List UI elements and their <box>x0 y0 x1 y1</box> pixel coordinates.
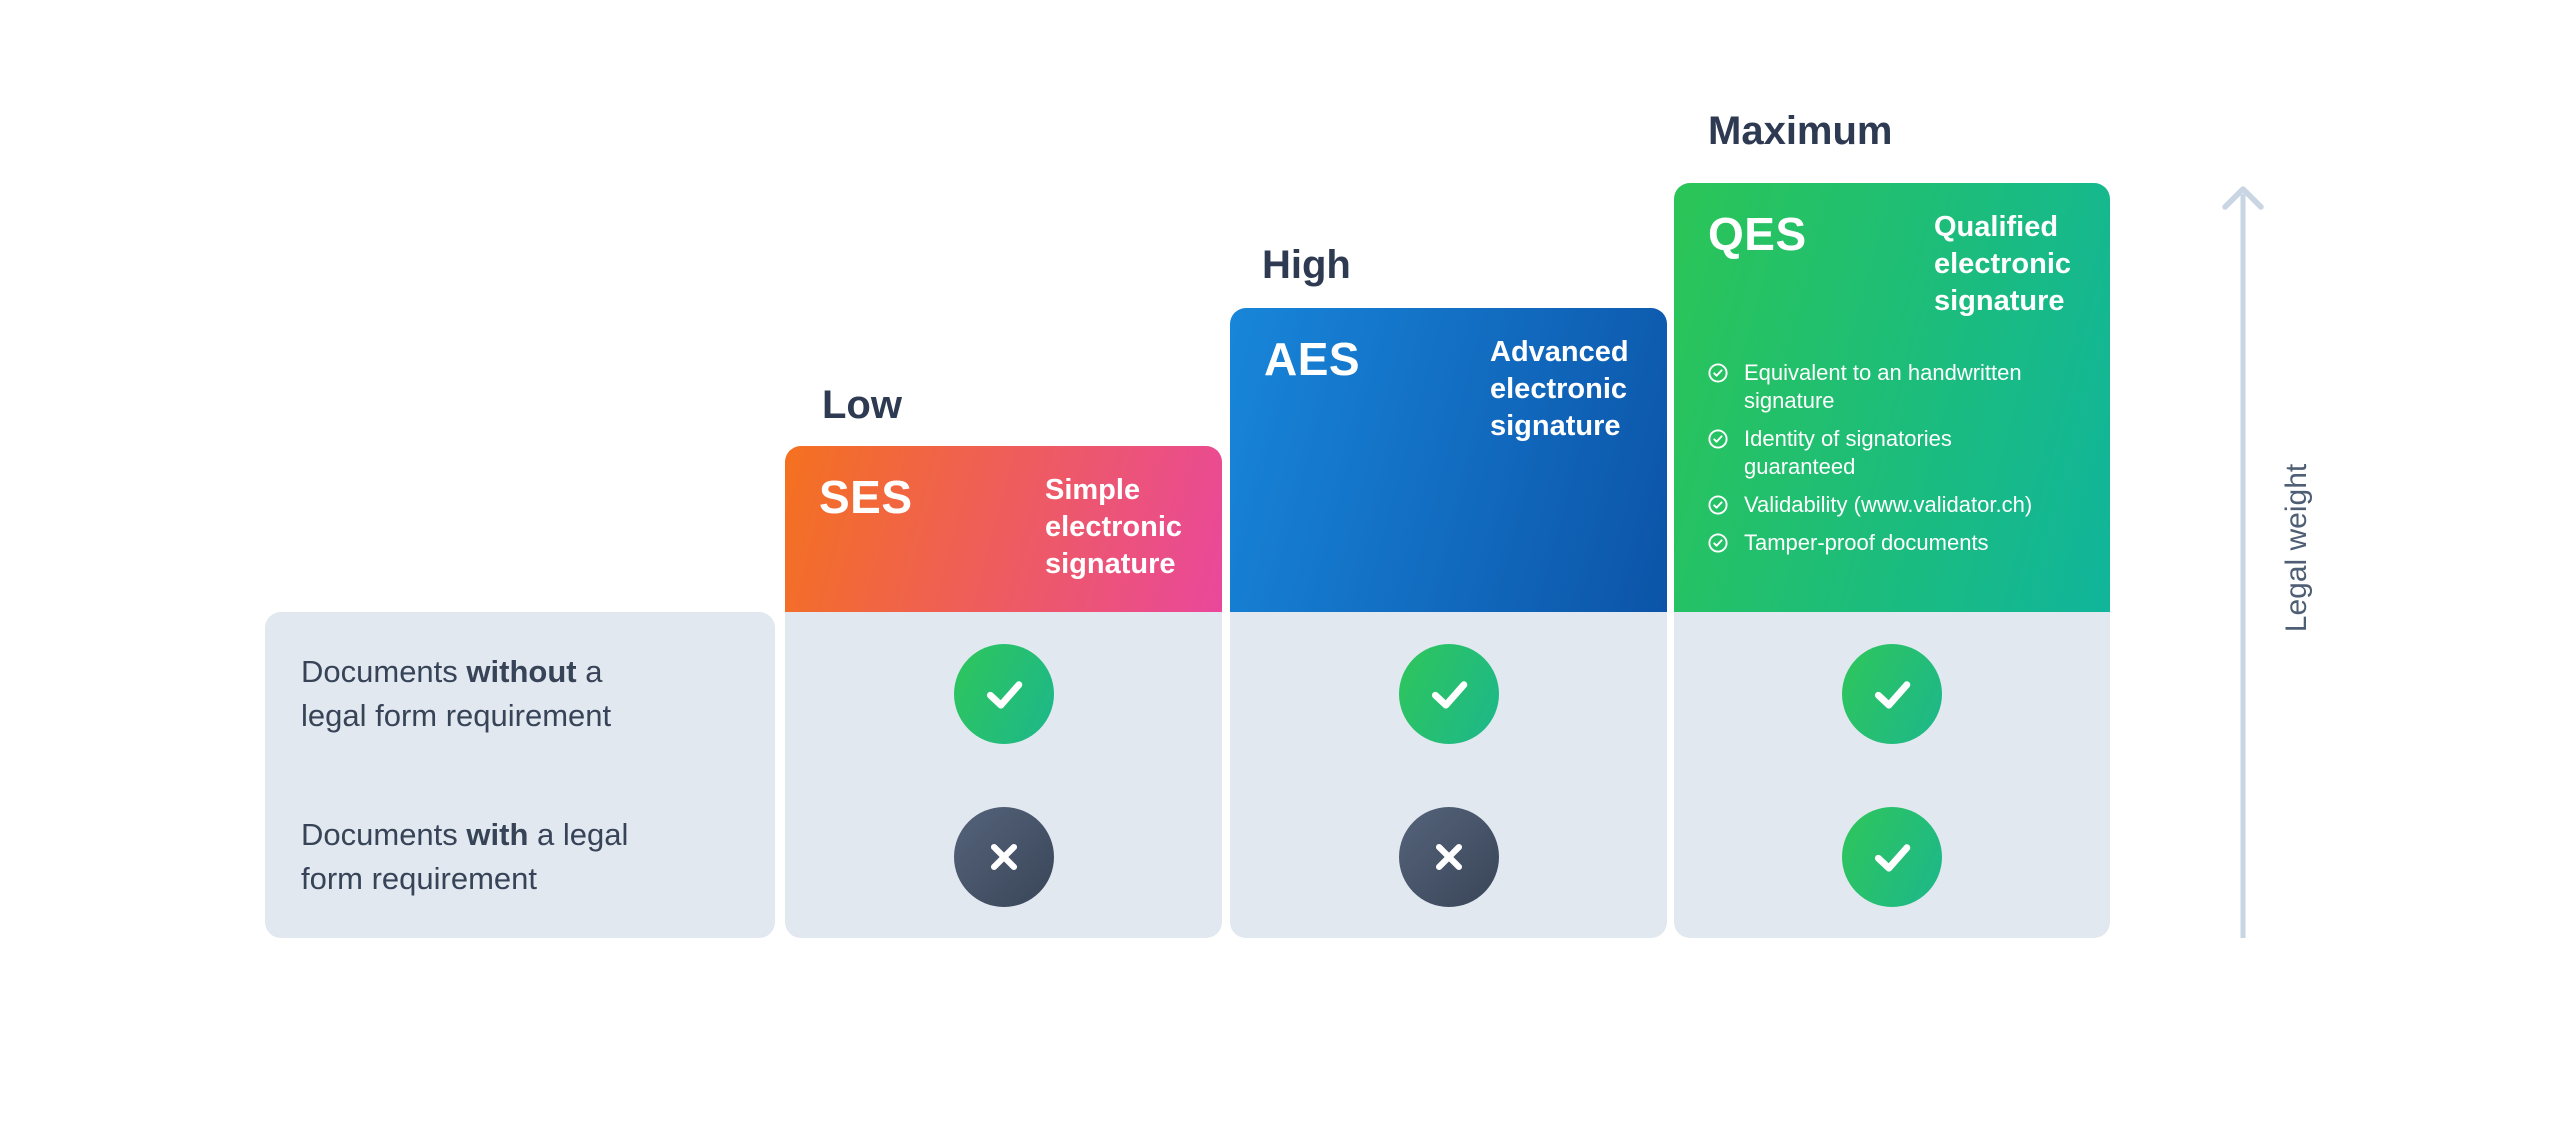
ses-abbreviation: SES <box>819 471 913 523</box>
qes-with-check-icon <box>1842 806 1942 907</box>
aes-abbreviation: AES <box>1264 333 1361 385</box>
qes-feature-item: Identity of signatories guaranteed <box>1708 425 2078 481</box>
legal-weight-arrow-icon <box>2222 186 2264 938</box>
qes-without-check-icon <box>1842 643 1942 744</box>
qes-abbreviation: QES <box>1708 208 1807 260</box>
qes-feature-text: Tamper-proof documents <box>1744 530 1989 555</box>
check-circle-outline-icon <box>1708 429 1728 449</box>
level-label-low: Low <box>822 383 902 427</box>
qes-feature-list: Equivalent to an handwritten signature I… <box>1708 359 2078 567</box>
qes-column <box>1674 612 2110 938</box>
row-with-legal-form: Documents with a legal form requirement <box>265 775 775 938</box>
row-labels-panel: Documents without a legal form requireme… <box>265 612 775 938</box>
ses-column <box>785 612 1222 938</box>
row-without-legal-form: Documents without a legal form requireme… <box>265 612 775 775</box>
row-label-prefix: Documents <box>301 653 467 689</box>
qes-feature-item: Validability (www.validator.ch) <box>1708 491 2078 519</box>
level-label-maximum: Maximum <box>1708 109 1893 153</box>
row-label-suffix: a legal form requirement <box>301 653 612 733</box>
table-cell <box>1674 612 2110 775</box>
row-label-bold-word: without <box>466 653 577 689</box>
ses-card: SES Simple electronic signature <box>785 446 1222 612</box>
qes-feature-text: Equivalent to an handwritten signature <box>1744 360 2022 413</box>
row-label: Documents without a legal form requireme… <box>301 650 611 738</box>
aes-without-check-icon <box>1398 643 1499 744</box>
table-cell <box>1674 775 2110 938</box>
qes-feature-item: Equivalent to an handwritten signature <box>1708 359 2078 415</box>
qes-feature-text: Identity of signatories guaranteed <box>1744 426 1952 479</box>
qes-feature-text: Validability (www.validator.ch) <box>1744 492 2033 517</box>
ses-full-name: Simple electronic signature <box>1045 474 1182 580</box>
qes-card: QES Qualified electronic signature Equiv… <box>1674 183 2110 612</box>
qes-feature-item: Tamper-proof documents <box>1708 529 2078 557</box>
aes-full-name: Advanced electronic signature <box>1490 336 1629 442</box>
aes-column <box>1230 612 1667 938</box>
row-label-prefix: Documents <box>301 816 467 852</box>
level-label-high: High <box>1262 243 1351 287</box>
legal-weight-axis-label: Legal weight <box>2280 463 2313 633</box>
check-circle-outline-icon <box>1708 363 1728 383</box>
table-cell <box>1230 612 1667 775</box>
aes-with-cross-icon <box>1398 806 1499 907</box>
ses-with-cross-icon <box>953 806 1054 907</box>
table-cell <box>785 612 1222 775</box>
row-label-bold-word: with <box>466 816 529 852</box>
table-cell <box>785 775 1222 938</box>
qes-full-name: Qualified electronic signature <box>1934 211 2071 317</box>
row-label: Documents with a legal form requirement <box>301 813 628 901</box>
check-circle-outline-icon <box>1708 533 1728 553</box>
table-cell <box>1230 775 1667 938</box>
ses-without-check-icon <box>953 643 1054 744</box>
row-label-suffix: a legal form requirement <box>301 816 629 896</box>
aes-card: AES Advanced electronic signature <box>1230 308 1667 612</box>
check-circle-outline-icon <box>1708 495 1728 515</box>
